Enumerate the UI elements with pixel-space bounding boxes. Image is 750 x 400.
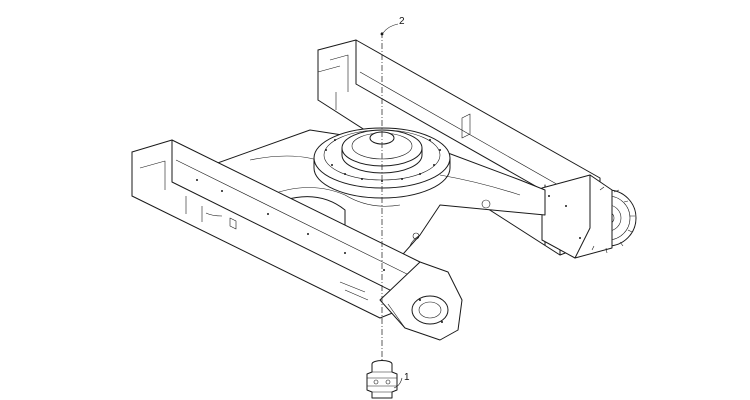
sprocket-drive	[541, 174, 637, 259]
callout-1-label: 1	[404, 372, 410, 383]
callout-2: 2	[380, 16, 405, 36]
swivel-joint-part-1	[366, 360, 398, 399]
idler-end	[379, 261, 463, 341]
callout-2-label: 2	[399, 16, 405, 27]
callout-1: 1	[393, 372, 410, 389]
